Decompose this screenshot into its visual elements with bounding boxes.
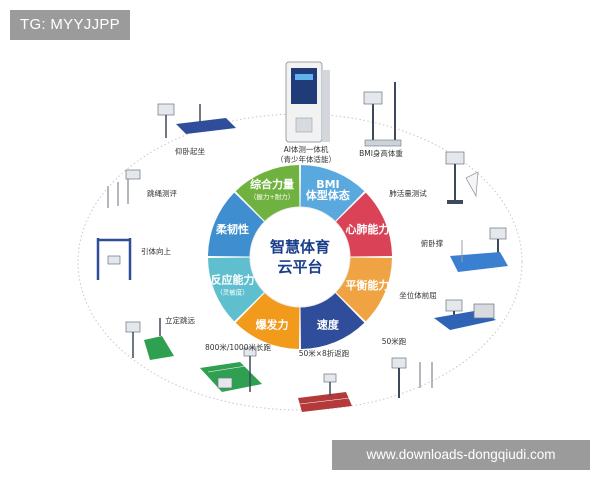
run50-display [391, 357, 407, 369]
run50x8-display [323, 373, 337, 383]
station-label-situp: 仰卧起坐 [175, 146, 205, 156]
wheel-segment-label: 心肺能力 [345, 222, 389, 236]
center-title: 智慧体育 [270, 238, 330, 256]
wheel-segment [208, 257, 265, 322]
station-lung: 肺活量测试 [389, 151, 479, 204]
jump-mat [144, 336, 174, 360]
station-rope: 跳绳测评 [107, 169, 177, 208]
station-label-reaction: 坐位体前屈 [399, 290, 437, 300]
run800-lane-line [207, 365, 247, 373]
reach-display [445, 299, 463, 312]
balance-mat [450, 252, 508, 272]
station-label-rope: 跳绳测评 [147, 188, 177, 198]
station-kiosk: AI体测一体机 （青少年体适能） [276, 61, 336, 164]
wheel-segment-label: 平衡能力 [345, 278, 389, 292]
wheel-segment [208, 192, 265, 257]
lung-mouthpiece [465, 171, 479, 198]
station-reaction: 坐位体前屈 [399, 290, 496, 330]
center-subtitle: 云平台 [277, 258, 322, 276]
wheel-segment-label: 反应能力 [211, 272, 255, 286]
wheel-segment-label: BMI [316, 178, 339, 191]
wheel-segment-label: 综合力量 [250, 177, 294, 191]
kiosk-screen-glow [295, 74, 313, 80]
wheel-segment-label: 爆发力 [256, 317, 289, 331]
station-situp: 仰卧起坐 [157, 103, 236, 156]
wheel-segment-sublabel: （灵敏度） [216, 287, 249, 296]
station-balance: 俯卧撑 [421, 227, 508, 272]
wheel-segment [235, 292, 300, 349]
station-label-run50x8: 50米跑 [382, 336, 407, 346]
kiosk-side [322, 70, 330, 142]
wheel-segment [235, 165, 300, 222]
wheel-hub [250, 207, 350, 307]
tag-badge: TG: MYYJJPP [10, 10, 130, 40]
station-sublabel-kiosk: （青少年体适能） [276, 154, 336, 164]
reach-box [473, 303, 495, 319]
station-label-lung: 肺活量测试 [389, 188, 427, 198]
station-bmi: BMI身高体重 [359, 82, 403, 158]
wheel-segment [300, 292, 365, 349]
wheel-hub-ring [249, 206, 351, 308]
pullup-display [107, 255, 121, 265]
station-label-bmi: BMI身高体重 [359, 148, 403, 158]
wheel-segment-label: 速度 [317, 317, 340, 331]
bmi-scale-plate [364, 139, 402, 147]
situp-display [157, 103, 175, 116]
wheel-segment-sublabel: （握力+耐力） [250, 192, 294, 201]
station-run50: 50米×8折返跑 [298, 348, 352, 412]
kiosk-screen [291, 68, 317, 104]
wheel-segment [300, 165, 365, 222]
run800-display-2 [217, 377, 233, 389]
lung-base [447, 200, 463, 204]
station-pullup: 引体向上 [96, 238, 171, 280]
balance-display [489, 227, 507, 240]
station-label-pullup: 引体向上 [141, 246, 171, 256]
wheel-segment [335, 192, 392, 257]
rope-display [125, 169, 141, 180]
station-label-run50: 50米×8折返跑 [299, 348, 350, 358]
run800-track [200, 362, 262, 392]
station-label-balance: 俯卧撑 [421, 238, 444, 248]
wheel-segment-label: 柔韧性 [215, 222, 249, 236]
jump-display [125, 321, 141, 333]
kiosk-slot [295, 117, 313, 133]
station-label-run800: 800米/1000米长跑 [205, 342, 271, 352]
lung-display [445, 151, 465, 165]
station-run800: 800米/1000米长跑 [200, 342, 271, 392]
station-jump: 立定跳远 [125, 315, 195, 360]
station-label-jump: 立定跳远 [165, 315, 195, 325]
station-run50x8: 50米跑 [382, 336, 433, 398]
station-label-kiosk: AI体测一体机 [284, 144, 329, 154]
wheel-segment [335, 257, 392, 322]
wheel-segment-label: 体型体态 [306, 188, 350, 202]
bmi-display [363, 91, 383, 105]
footer-url: www.downloads-dongqiudi.com [332, 440, 590, 470]
run50x8-track [298, 392, 352, 412]
situp-bench [176, 118, 236, 134]
run50x8-lane-line [299, 397, 351, 405]
